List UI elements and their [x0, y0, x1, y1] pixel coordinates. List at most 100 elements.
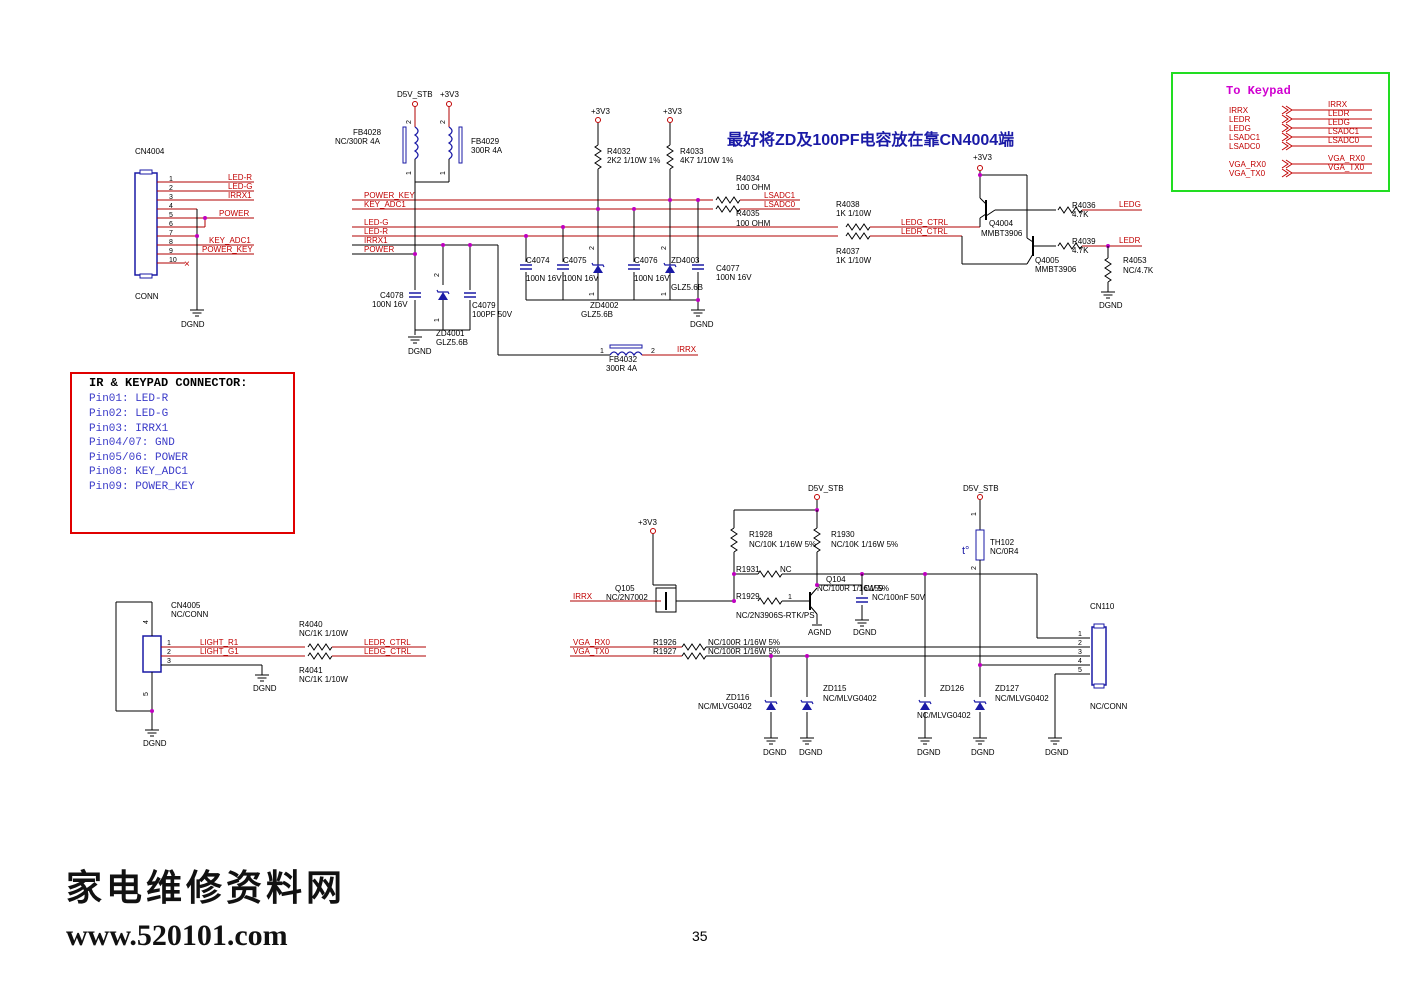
svg-text:1: 1 — [788, 594, 792, 601]
fb4032-ref: FB4032 — [609, 355, 638, 364]
zd115-val: NC/MLVG0402 — [823, 694, 877, 703]
zd127-val: NC/MLVG0402 — [995, 694, 1049, 703]
keypad-title: To Keypad — [1226, 84, 1291, 98]
net-label: VGA_RX0 — [573, 638, 610, 647]
agnd-label: AGND — [808, 628, 831, 637]
dgnd-label: DGND — [253, 684, 277, 693]
svg-text:1: 1 — [600, 348, 604, 355]
vga-ir-section: +3V3 IRRX Q105 NC/2N7002 D5V_STB R1928 N… — [570, 484, 1128, 757]
c4074-ref: C4074 — [526, 256, 550, 265]
cn4005-connector: CN4005 NC/CONN DGND 4 5 1 2 3 DGND LIGHT… — [115, 601, 426, 748]
keypad-right-net: IRRX — [1328, 100, 1348, 109]
cn4004-pin: 1 — [169, 176, 173, 183]
keypad-right-net: LEDG — [1328, 118, 1350, 127]
cn4004-pin: 6 — [169, 221, 173, 228]
svg-text:2: 2 — [434, 273, 441, 277]
r1926-val: NC/100R 1/16W 5% — [708, 638, 780, 647]
note-line: Pin02: LED-G — [89, 408, 168, 420]
cn4004-pin: 3 — [169, 194, 173, 201]
net-label: LEDG — [1119, 200, 1141, 209]
fb4029-ref: FB4029 — [471, 137, 500, 146]
cn4004-pin: 10 — [169, 257, 177, 264]
net-label: POWER_KEY — [202, 245, 253, 254]
svg-text:3: 3 — [167, 658, 171, 665]
dgnd-label: DGND — [690, 320, 714, 329]
cn4004-pin: 9 — [169, 248, 173, 255]
r4039-val: 4.7K — [1072, 246, 1089, 255]
c4075-ref: C4075 — [563, 256, 587, 265]
svg-text:2: 2 — [661, 246, 668, 250]
dgnd-label: DGND — [143, 739, 167, 748]
svg-text:1: 1 — [406, 171, 413, 175]
svg-text:2: 2 — [651, 348, 655, 355]
keypad-left-net: LSADC0 — [1229, 142, 1261, 151]
c4074-val: 100N 16V — [526, 274, 562, 283]
dgnd-label: DGND — [799, 748, 823, 757]
watermark-title: 家电维修资料网 — [66, 867, 346, 909]
r1931-val: NC — [780, 565, 792, 574]
zd116-ref: ZD116 — [726, 693, 750, 702]
c159-ref: C159 — [864, 584, 884, 593]
svg-text:2: 2 — [971, 566, 978, 570]
svg-text:2: 2 — [589, 246, 596, 250]
net-label: LSADC0 — [764, 200, 796, 209]
svg-text:1: 1 — [434, 318, 441, 322]
fb4032-bead: 1 2 IRRX FB4032 300R 4A — [497, 245, 698, 373]
net-label: POWER — [364, 245, 394, 254]
svg-text:1: 1 — [589, 292, 596, 296]
svg-text:1: 1 — [440, 171, 447, 175]
zd127-ref: ZD127 — [995, 684, 1020, 693]
svg-text:2: 2 — [406, 120, 413, 124]
zd126-val: NC/MLVG0402 — [917, 711, 971, 720]
adc-filter-section: DGND C4074 100N 16V C4075 100N 16V C4076… — [519, 198, 752, 329]
r4036-val: 4.7K — [1072, 210, 1089, 219]
r4053-ref: R4053 — [1123, 256, 1147, 265]
c4076-val: 100N 16V — [634, 274, 670, 283]
net-label: POWER_KEY — [364, 191, 415, 200]
cn4004-ref: CN4004 — [135, 147, 165, 156]
svg-text:2: 2 — [440, 120, 447, 124]
power-protection: DGND C4078 100N 16V ZD4001 GLZ5.6B C4079… — [372, 243, 513, 356]
net-label: LED-G — [364, 218, 388, 227]
note-title: IR & KEYPAD CONNECTOR: — [89, 376, 247, 390]
net-label: IRRX1 — [228, 191, 252, 200]
net-label: LEDR_CTRL — [901, 227, 948, 236]
q104-val: NC/2N3906S-RTK/PS — [736, 611, 815, 620]
net-label: LIGHT_G1 — [200, 647, 239, 656]
c4076-ref: C4076 — [634, 256, 658, 265]
r4034-ref: R4034 — [736, 174, 760, 183]
svg-text:×: × — [184, 259, 190, 270]
dgnd-label: DGND — [408, 347, 432, 356]
svg-text:2: 2 — [167, 649, 171, 656]
r1930-ref: R1930 — [831, 530, 855, 539]
keypad-right-net: LEDR — [1328, 109, 1350, 118]
rail-label: +3V3 — [663, 107, 682, 116]
dgnd-label: DGND — [853, 628, 877, 637]
r1928-val: NC/10K 1/16W 5% — [749, 540, 816, 549]
note-line: Pin03: IRRX1 — [89, 423, 169, 435]
keypad-right-net: VGA_RX0 — [1328, 154, 1365, 163]
rail-label: +3V3 — [591, 107, 610, 116]
c159-val: NC/100nF 50V — [872, 593, 926, 602]
r1926-ref: R1926 — [653, 638, 677, 647]
watermark-url: www.520101.com — [66, 919, 288, 952]
r4053-val: NC/4.7K — [1123, 266, 1154, 275]
keypad-left-net: LEDR — [1229, 115, 1251, 124]
c4077-val: 100N 16V — [716, 273, 752, 282]
c4079-val: 100PF 50V — [472, 310, 513, 319]
rail-label: D5V_STB — [963, 484, 999, 493]
net-label: LIGHT_R1 — [200, 638, 239, 647]
zd4002-ref: ZD4002 — [590, 301, 619, 310]
r4032-val: 2K2 1/10W 1% — [607, 156, 660, 165]
r1928-ref: R1928 — [749, 530, 773, 539]
r1927-val: NC/100R 1/16W 5% — [708, 647, 780, 656]
net-label: IRRX — [573, 592, 593, 601]
cn4004-pin: 8 — [169, 239, 173, 246]
zd115-ref: ZD115 — [823, 684, 847, 693]
r4035-val: 100 OHM — [736, 219, 771, 228]
rail-label: +3V3 — [973, 153, 992, 162]
cn4004-pin: 5 — [169, 212, 173, 219]
svg-text:t°: t° — [962, 545, 969, 557]
r4040-val: NC/1K 1/10W — [299, 629, 348, 638]
